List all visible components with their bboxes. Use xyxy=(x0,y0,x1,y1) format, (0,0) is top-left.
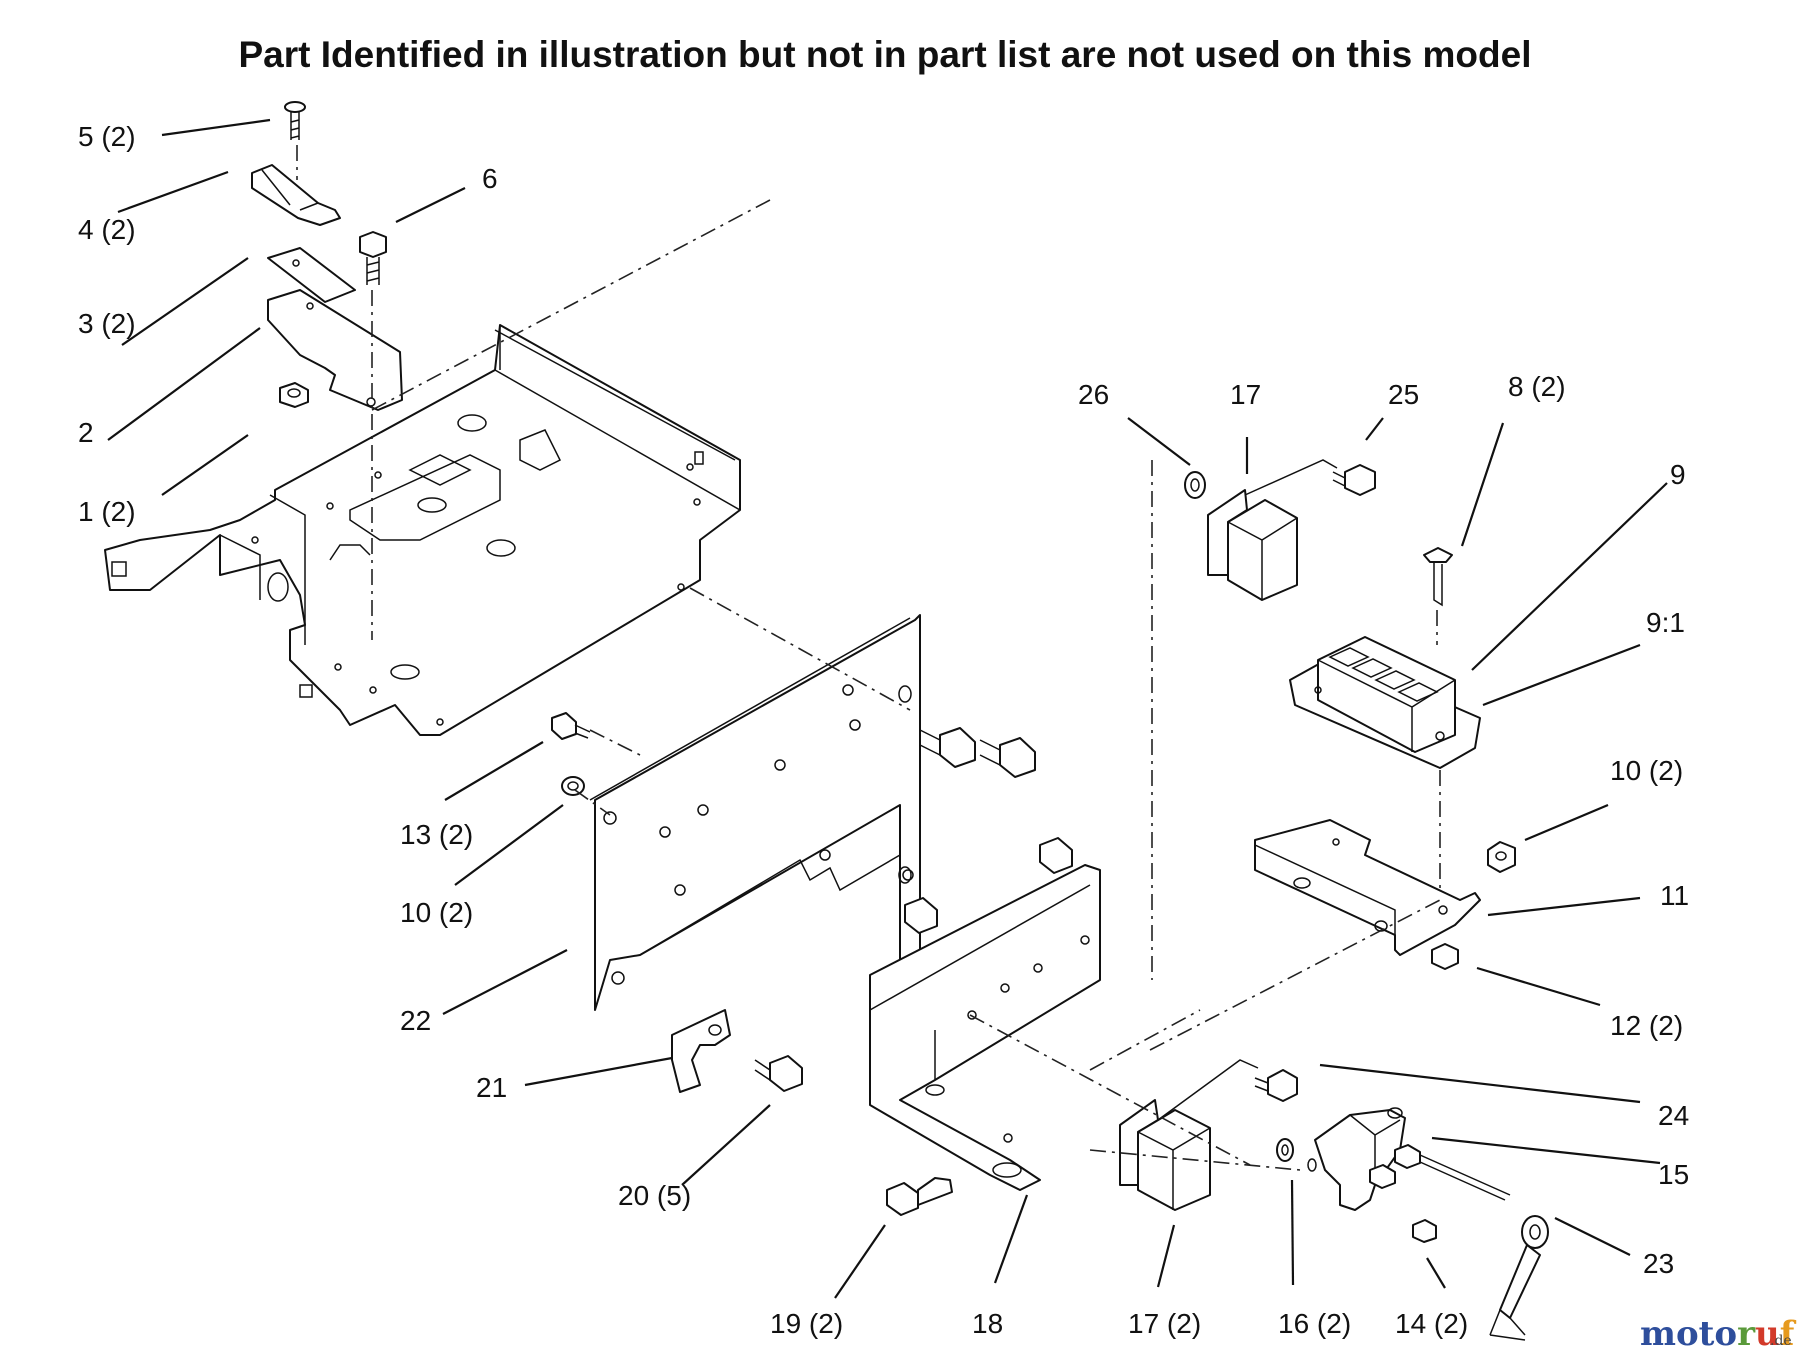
leader-lines xyxy=(107,118,1668,1299)
callout-25: 25 xyxy=(1388,379,1419,410)
switch-bracket-part xyxy=(267,289,403,411)
callout-10-left: 10 (2) xyxy=(400,897,473,928)
cable-23-part xyxy=(1489,1215,1549,1341)
center-line-indicator xyxy=(1436,610,1441,900)
callout-12: 12 (2) xyxy=(1610,1010,1683,1041)
bracket-11-part xyxy=(1254,819,1481,956)
callout-6: 6 xyxy=(482,163,498,194)
watermark-letter: m xyxy=(1640,1314,1676,1354)
callout-labels: 5 (2) 4 (2) 3 (2) 2 1 (2) 6 26 17 25 8 (… xyxy=(78,121,1689,1339)
watermark-logo: motoruf .de xyxy=(1640,1314,1797,1354)
callout-21: 21 xyxy=(476,1072,507,1103)
callout-5: 5 (2) xyxy=(78,121,136,152)
nuts-11-part xyxy=(1431,841,1516,970)
clamp-21-part xyxy=(671,1009,731,1093)
callout-4: 4 (2) xyxy=(78,214,136,245)
base-plate-part xyxy=(104,324,741,736)
assembly-lines xyxy=(371,199,1441,1171)
watermark-letter: o xyxy=(1714,1314,1737,1354)
callout-15: 15 xyxy=(1658,1159,1689,1190)
callout-16: 16 (2) xyxy=(1278,1308,1351,1339)
insulator-plate-part xyxy=(267,247,356,303)
watermark-letter: r xyxy=(1737,1314,1756,1354)
callout-19: 19 (2) xyxy=(770,1308,843,1339)
watermark-letter: f xyxy=(1780,1314,1797,1354)
callout-8: 8 (2) xyxy=(1508,371,1566,402)
callout-13: 13 (2) xyxy=(400,819,473,850)
bolt-6-part xyxy=(359,231,387,285)
front-bracket-part xyxy=(869,864,1101,1191)
callout-17-top: 17 xyxy=(1230,379,1261,410)
callout-14: 14 (2) xyxy=(1395,1308,1468,1339)
callout-11: 11 xyxy=(1660,880,1689,911)
callout-9-1: 9:1 xyxy=(1646,607,1685,638)
callout-9: 9 xyxy=(1670,459,1686,490)
callout-2: 2 xyxy=(78,417,94,448)
indicator-9-part xyxy=(1289,547,1481,769)
nut-1-part xyxy=(279,382,309,408)
callout-10-right: 10 (2) xyxy=(1610,755,1683,786)
relay-top-part xyxy=(1184,459,1376,601)
micro-switch-part xyxy=(251,164,341,226)
callout-1: 1 (2) xyxy=(78,496,136,527)
svg-text:.de: .de xyxy=(1770,1333,1792,1349)
callout-3: 3 (2) xyxy=(78,308,136,339)
callout-24: 24 xyxy=(1658,1100,1689,1131)
watermark-letter: t xyxy=(1699,1314,1715,1354)
callout-17-bottom: 17 (2) xyxy=(1128,1308,1201,1339)
diagram-title: Part Identified in illustration but not … xyxy=(239,34,1532,75)
relay-bottom-part xyxy=(1119,1059,1298,1211)
callout-26: 26 xyxy=(1078,379,1109,410)
mounting-panel-part xyxy=(589,614,921,1011)
callout-18: 18 xyxy=(972,1308,1003,1339)
callout-22: 22 xyxy=(400,1005,431,1036)
bolts-group xyxy=(551,685,1073,1216)
watermark-letter: u xyxy=(1755,1314,1780,1354)
watermark-letter: o xyxy=(1676,1314,1699,1354)
svg-text:motoruf: motoruf xyxy=(1640,1314,1797,1354)
solenoid-15-part xyxy=(1276,1107,1511,1243)
screw-5-part xyxy=(284,101,306,140)
callout-23: 23 xyxy=(1643,1248,1674,1279)
callout-20: 20 (5) xyxy=(618,1180,691,1211)
